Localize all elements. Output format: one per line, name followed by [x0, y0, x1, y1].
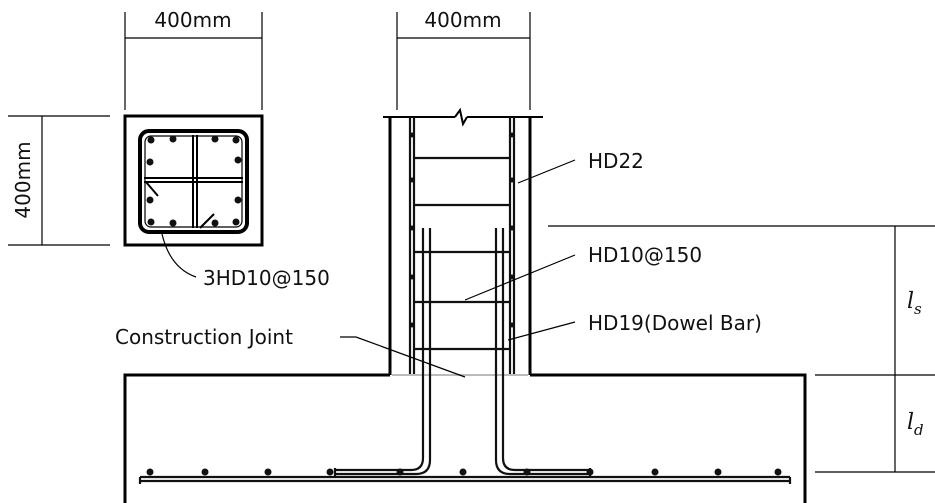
section-outline	[123, 114, 264, 247]
section-height-label: 400mm	[11, 141, 35, 218]
dowel-bars	[333, 228, 592, 476]
cross-section: 400mm 400mm	[8, 8, 330, 290]
construction-joint-label: Construction Joint	[115, 325, 293, 349]
development-length-label: ld	[907, 410, 924, 439]
hd10-tie-label: HD10@150	[588, 243, 702, 267]
column-width-label: 400mm	[424, 8, 501, 32]
column-elevation: 400mm	[115, 8, 807, 503]
section-main-bars	[146, 135, 242, 227]
dowel-bar-label: HD19(Dowel Bar)	[588, 311, 762, 335]
column-bar-dots	[409, 132, 515, 328]
footing-bottom-mat	[138, 468, 792, 484]
length-dimensions: ls ld	[548, 225, 935, 473]
footing-outline	[123, 373, 807, 503]
splice-length-label: ls	[907, 289, 922, 318]
section-width-label: 400mm	[154, 8, 231, 32]
hd22-label: HD22	[588, 149, 644, 173]
section-hoop	[138, 129, 249, 234]
section-tie-label: 3HD10@150	[203, 266, 330, 290]
